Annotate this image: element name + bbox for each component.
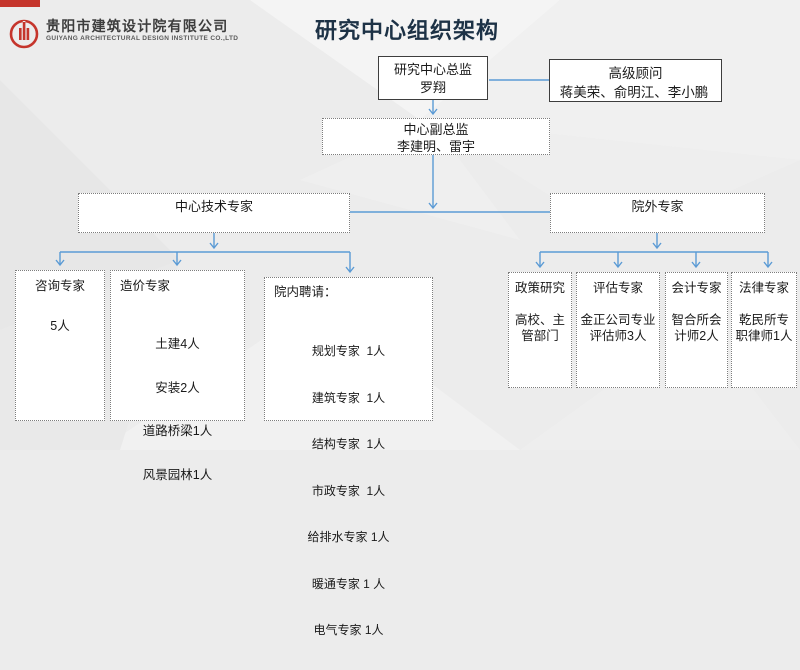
node-policy-research: 政策研究 高校、主管部门 [508,272,572,388]
node-detail: 金正公司专业评估师3人 [580,313,656,343]
node-title: 高级顾问 [608,66,663,81]
list-item: 安装2人 [155,380,200,395]
list-item: 电气专家 1人 [313,623,384,637]
node-research-center-director: 研究中心总监 罗翔 [378,56,488,100]
node-cost-experts: 造价专家 土建4人 安装2人 道路桥梁1人 风景园林1人 [110,270,245,482]
company-logo [9,19,39,49]
list-item: 结构专家 1人 [311,437,386,451]
list-item: 土建4人 [155,337,200,351]
node-title: 造价专家 [120,279,171,293]
list-item: 建筑专家 1人 [311,390,386,405]
node-deputy-director: 中心副总监 李建明、雷宇 [322,118,550,155]
node-persons: 李建明、雷宇 [396,139,475,154]
node-detail: 智合所会计师2人 [671,313,722,343]
list-item: 给排水专家 1人 [307,530,390,544]
headcount: 5人 [50,319,70,333]
node-title: 院内聘请： [274,285,337,299]
node-legal-experts: 法律专家 乾民所专职律师1人 [731,272,797,388]
node-detail: 乾民所专职律师1人 [735,313,793,343]
node-title: 会计专家 [671,281,722,295]
node-internal-hire: 院内聘请： 规划专家 1人 建筑专家 1人 结构专家 1人 市政专家 1人 给排… [264,277,433,637]
node-title: 评估专家 [592,281,643,295]
list-item: 风景园林1人 [142,467,213,482]
node-persons: 蒋美荣、俞明江、李小鹏 [559,85,709,100]
node-title: 中心技术专家 [174,199,253,214]
node-person: 罗翔 [419,80,446,95]
node-external-experts: 院外专家 [550,193,765,233]
node-accounting-experts: 会计专家 智合所会计师2人 [665,272,728,388]
node-title: 法律专家 [738,281,789,295]
page-title: 研究中心组织架构 [315,18,500,43]
node-consulting-experts: 咨询专家 5人 [15,270,105,421]
node-evaluation-experts: 评估专家 金正公司专业评估师3人 [576,272,660,388]
accent-red-bar [0,0,40,7]
node-detail: 高校、主管部门 [514,313,565,343]
node-title: 咨询专家 [34,279,85,293]
node-title: 院外专家 [631,199,684,214]
node-senior-advisor: 高级顾问 蒋美荣、俞明江、李小鹏 [549,59,722,102]
list-item: 道路桥梁1人 [142,424,213,438]
company-name-english: GUIYANG ARCHITECTURAL DESIGN INSTITUTE C… [46,35,239,42]
node-center-tech-experts: 中心技术专家 [78,193,350,233]
list-item: 规划专家 1人 [311,344,386,358]
node-title: 研究中心总监 [393,62,472,77]
list-item: 暖通专家 1 人 [311,576,386,591]
node-title: 中心副总监 [403,122,469,137]
node-title: 政策研究 [514,281,565,295]
company-name: 贵阳市建筑设计院有限公司 [46,18,229,34]
list-item: 市政专家 1人 [311,483,386,498]
